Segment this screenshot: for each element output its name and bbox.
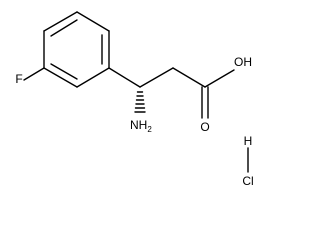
ch2-to-carboxyl-bond [172,67,206,88]
amine-nh: NH [130,118,147,132]
chiral-carbon-to-ch2-bond [139,67,174,88]
benzene-ring [43,11,110,88]
hydrogen-label: H [244,134,253,148]
carbon-hydroxyl-bond [204,69,235,88]
chemical-structure: F OH O NH2 H Cl [15,11,254,188]
oxygen-label: O [200,120,209,134]
ring-to-chiral-carbon-bond [108,67,141,88]
hashed-wedge-bond [134,91,146,113]
amine-label: NH2 [130,118,152,134]
chlorine-label: Cl [242,174,253,188]
hydroxyl-label: OH [234,55,252,69]
amine-subscript: 2 [147,125,152,134]
fluorine-label: F [15,72,22,86]
carbonyl-double-bond [201,86,209,119]
carbon-fluorine-bond [23,67,45,81]
